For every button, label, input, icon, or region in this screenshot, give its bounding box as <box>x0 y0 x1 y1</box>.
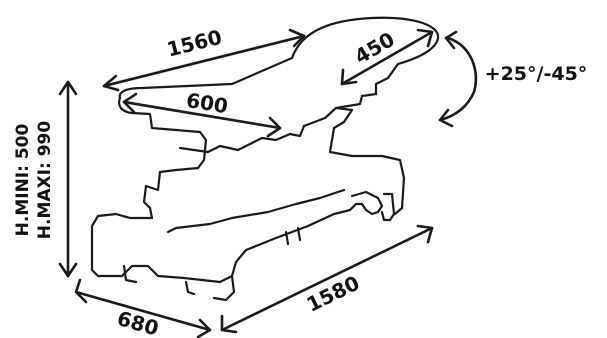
label-680: 680 <box>115 306 162 338</box>
arrow-680 <box>74 278 212 338</box>
right-column-outline <box>328 106 406 216</box>
arrow-tilt <box>438 30 478 128</box>
base-inner-outline <box>166 188 346 234</box>
base-rail-outline <box>182 208 352 284</box>
left-column-outline <box>90 130 208 280</box>
dimension-arrows <box>58 28 478 338</box>
left-foot-outline <box>122 264 138 284</box>
table-outline <box>90 16 440 302</box>
arrow-1560 <box>102 28 306 92</box>
base-leg-outline <box>212 274 236 302</box>
label-height-max: H.MAXI: 990 <box>35 121 55 240</box>
pedal-outline <box>284 226 302 246</box>
backrest-outline <box>118 96 202 134</box>
base-wheel-outline <box>184 280 196 296</box>
label-450: 450 <box>350 27 398 69</box>
arrow-450 <box>340 28 434 86</box>
arrow-600 <box>122 92 282 138</box>
arrow-1580 <box>220 224 434 334</box>
mid-frame-outline <box>178 124 306 154</box>
label-1560: 1560 <box>164 25 224 62</box>
label-tilt: +25°/-45° <box>485 63 588 85</box>
right-foot-outline <box>380 192 396 222</box>
label-height-min: H.MINI: 500 <box>13 123 33 236</box>
head-section-outline <box>118 16 440 128</box>
arrow-height <box>58 80 78 278</box>
label-1580: 1580 <box>303 271 364 317</box>
right-bracket-outline <box>348 190 384 216</box>
